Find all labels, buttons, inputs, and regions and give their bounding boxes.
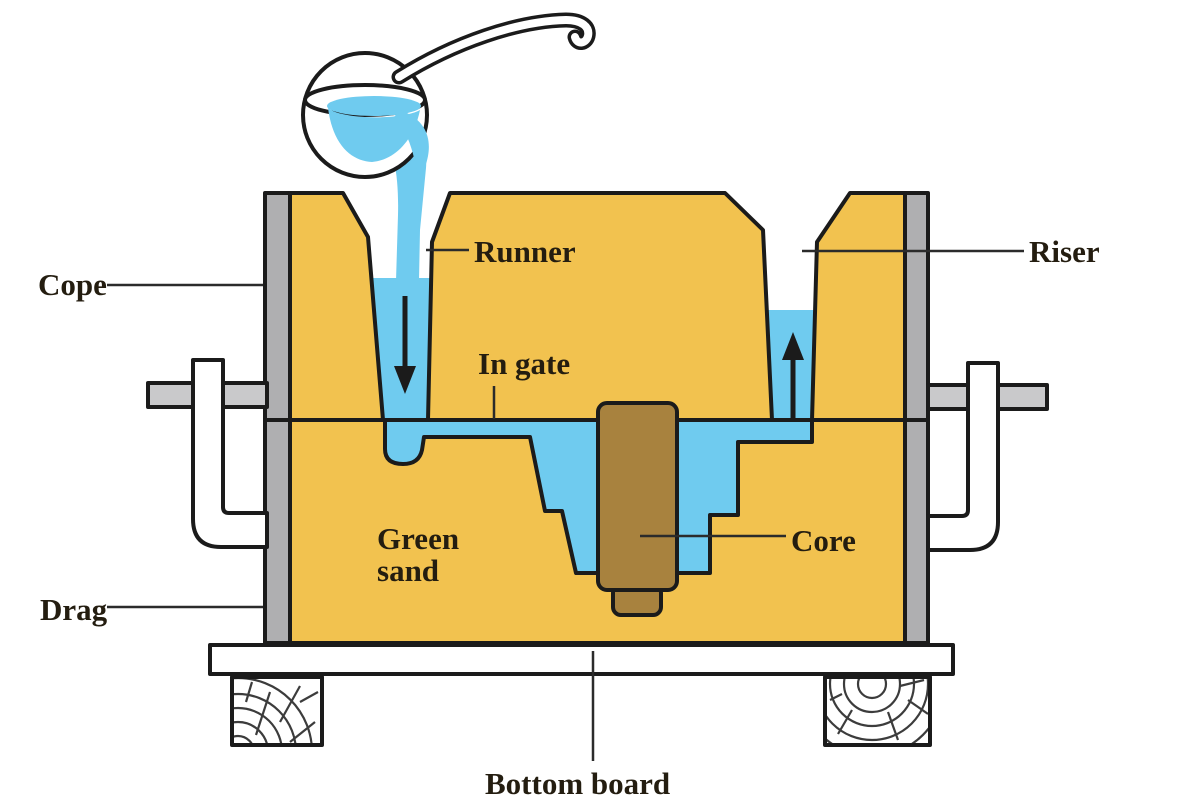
flow-up-arrow-icon	[782, 332, 804, 420]
cope-sand-left-block	[288, 191, 385, 422]
drag-right-wall	[903, 418, 930, 645]
cope	[263, 191, 930, 422]
molten-stream	[380, 125, 427, 281]
cope-right-wall	[903, 191, 930, 422]
flow-down-arrow-icon	[394, 296, 416, 394]
wood-grain	[827, 679, 928, 743]
ladle-handle	[395, 15, 593, 81]
clamp-assembly-left	[146, 358, 269, 549]
sprue-metal	[371, 278, 431, 420]
cope-sand-middle-block	[426, 191, 774, 422]
ladle-spill	[394, 110, 429, 174]
ladle	[301, 12, 596, 281]
core-body	[596, 401, 679, 592]
label-runner: Runner	[474, 234, 576, 269]
ladle-handle-outline	[391, 12, 596, 85]
support-block-right	[823, 675, 932, 747]
ladle-liquid-body	[328, 108, 420, 162]
label-in-gate: In gate	[478, 346, 570, 381]
clamp-left	[191, 358, 269, 549]
cope-sand-right-block	[810, 191, 907, 422]
bottom-board	[208, 643, 955, 676]
support-block-left	[230, 675, 324, 747]
wood-grain	[234, 679, 319, 743]
label-drag: Drag	[40, 592, 108, 627]
label-cope: Cope	[38, 267, 107, 302]
label-bottom-board: Bottom board	[485, 766, 670, 801]
label-riser: Riser	[1029, 234, 1100, 269]
clamp-assembly-right	[926, 361, 1049, 552]
label-green-sand-line2: sand	[377, 553, 439, 588]
clamp-right	[926, 361, 1000, 552]
label-green-sand-line1: Green	[377, 521, 459, 556]
ladle-liquid-surface	[327, 96, 421, 116]
label-core: Core	[791, 523, 856, 558]
core	[596, 401, 679, 617]
